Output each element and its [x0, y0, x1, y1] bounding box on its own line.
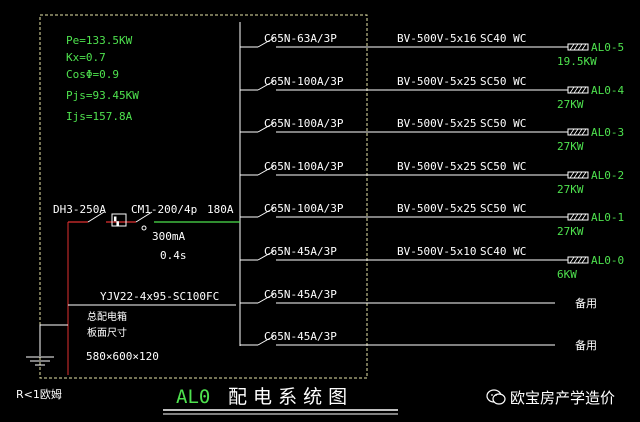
- circuit-conduit-label: SC50 WC: [480, 75, 526, 88]
- circuit-terminal-hatch: [573, 171, 579, 179]
- circuit-terminal-hatch: [581, 43, 587, 51]
- circuit-conduit-label: SC40 WC: [480, 32, 526, 45]
- circuit-cable-label: BV-500V-5x25: [397, 202, 476, 215]
- circuit-terminal-hatch: [569, 86, 575, 94]
- load-summary: Pe=133.5KW Kx=0.7 CosΦ=0.9 Pjs=93.45KW I…: [66, 34, 139, 123]
- summary-pe: Pe=133.5KW: [66, 34, 133, 47]
- circuit-breaker-label: C65N-100A/3P: [264, 160, 344, 173]
- circuit-cable-label: BV-500V-5x25: [397, 160, 476, 173]
- circuit-breaker-label: C65N-45A/3P: [264, 330, 337, 343]
- breaker-label: CM1-200/4p: [131, 203, 197, 216]
- rcd-marker: [141, 225, 147, 231]
- circuit-terminal-hatch: [569, 128, 575, 136]
- circuit-power-label: 27KW: [557, 183, 584, 196]
- circuit-terminal-hatch: [569, 213, 575, 221]
- circuit-cable-label: BV-500V-5x25: [397, 75, 476, 88]
- summary-pjs: Pjs=93.45KW: [66, 89, 139, 102]
- circuit-breaker-blade: [257, 80, 275, 91]
- summary-kx: Kx=0.7: [66, 51, 106, 64]
- svg-text:▚: ▚: [113, 216, 119, 226]
- circuit-breaker-blade: [257, 250, 275, 261]
- circuit-power-label: 27KW: [557, 98, 584, 111]
- main-switch-line: ▚: [68, 211, 240, 231]
- circuit-terminal-hatch: [581, 213, 587, 221]
- leakage-time-label: 0.4s: [160, 249, 187, 262]
- circuit-cable-label: BV-500V-5x25: [397, 117, 476, 130]
- circuit-terminal-hatch: [573, 128, 579, 136]
- circuit-terminal-hatch: [569, 171, 575, 179]
- circuit-conduit-label: SC50 WC: [480, 117, 526, 130]
- panel-size: 580×600×120: [86, 350, 159, 363]
- circuit-breaker-blade: [257, 37, 275, 48]
- circuit-spare-label: 备用: [575, 338, 597, 352]
- circuit-breaker-blade: [257, 335, 275, 346]
- circuit-terminal-hatch: [573, 213, 579, 221]
- leakage-current-label: 300mA: [152, 230, 185, 243]
- circuit-breaker-label: C65N-45A/3P: [264, 245, 337, 258]
- circuit-power-label: 6KW: [557, 268, 577, 281]
- circuit-terminal-hatch: [581, 128, 587, 136]
- circuit-spare-label: 备用: [575, 296, 597, 310]
- circuit-terminal-hatch: [577, 256, 583, 264]
- circuit-breaker-blade: [257, 207, 275, 218]
- circuit-terminal-hatch: [573, 256, 579, 264]
- isolator-label: DH3-250A: [53, 203, 106, 216]
- summary-cos: CosΦ=0.9: [66, 68, 119, 81]
- isolator-blade: [87, 211, 105, 223]
- circuit-breaker-label: C65N-63A/3P: [264, 32, 337, 45]
- panel-note-line2: 板面尺寸: [87, 326, 127, 339]
- circuit-terminal-hatch: [581, 86, 587, 94]
- circuit-target-label: AL0-1: [591, 211, 624, 224]
- circuit-terminal-hatch: [569, 43, 575, 51]
- circuit-conduit-label: SC40 WC: [480, 245, 526, 258]
- circuit-terminal-hatch: [581, 256, 587, 264]
- circuit-power-label: 27KW: [557, 225, 584, 238]
- circuit-breaker-blade: [257, 122, 275, 133]
- circuit-cable-label: BV-500V-5x10: [397, 245, 476, 258]
- circuit-breaker-label: C65N-100A/3P: [264, 117, 344, 130]
- circuit-power-label: 19.5KW: [557, 55, 597, 68]
- circuit-power-label: 27KW: [557, 140, 584, 153]
- watermark: 欧宝房产学造价: [486, 384, 615, 410]
- circuit-target-label: AL0-4: [591, 84, 624, 97]
- title-name: 配 电 系 统 图: [228, 386, 347, 408]
- circuit-target-label: AL0-5: [591, 41, 624, 54]
- circuit-breaker-blade: [257, 293, 275, 304]
- circuit-terminal-hatch: [577, 213, 583, 221]
- circuit-terminal-hatch: [573, 43, 579, 51]
- title-code: AL0: [176, 386, 210, 408]
- wechat-icon: [486, 389, 506, 405]
- watermark-text: 欧宝房产学造价: [510, 388, 616, 407]
- circuit-breaker-label: C65N-100A/3P: [264, 202, 344, 215]
- circuit-terminal-hatch: [577, 86, 583, 94]
- circuit-terminal-hatch: [577, 171, 583, 179]
- incoming-cable-label: YJV22-4x95-SC100FC: [100, 290, 219, 303]
- circuit-breaker-label: C65N-100A/3P: [264, 75, 344, 88]
- circuit-conduit-label: SC50 WC: [480, 202, 526, 215]
- summary-ijs: Ijs=157.8A: [66, 110, 133, 123]
- circuit-breaker-blade: [257, 165, 275, 176]
- circuit-target-label: AL0-2: [591, 169, 624, 182]
- circuit-cable-label: BV-500V-5x16: [397, 32, 476, 45]
- circuit-target-label: AL0-0: [591, 254, 624, 267]
- panel-note-line1: 总配电箱: [87, 310, 127, 323]
- circuit-terminal-hatch: [577, 43, 583, 51]
- circuit-breaker-label: C65N-45A/3P: [264, 288, 337, 301]
- circuit-terminal-hatch: [569, 256, 575, 264]
- ground-symbol: [26, 324, 68, 366]
- breaker-box: [111, 213, 127, 227]
- circuit-terminal-hatch: [573, 86, 579, 94]
- rating-label: 180A: [207, 203, 234, 216]
- circuit-terminal-hatch: [577, 128, 583, 136]
- circuit-conduit-label: SC50 WC: [480, 160, 526, 173]
- breaker-blade: [135, 211, 153, 223]
- circuit-terminal-hatch: [581, 171, 587, 179]
- circuit-target-label: AL0-3: [591, 126, 624, 139]
- grounding-label: R<1欧姆: [16, 387, 62, 401]
